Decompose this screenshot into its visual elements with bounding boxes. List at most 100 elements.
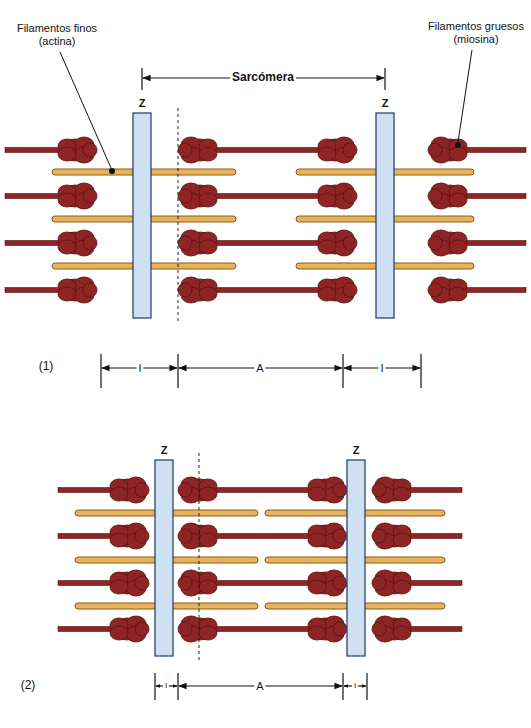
myosin-head xyxy=(199,626,217,640)
myosin-head xyxy=(449,147,467,161)
leader-dot xyxy=(455,142,461,148)
myosin-head xyxy=(135,622,149,636)
band-label: A xyxy=(254,680,265,693)
z-disc xyxy=(376,113,394,318)
myosin-head xyxy=(83,283,97,297)
myosin-head xyxy=(58,240,76,254)
myosin-head xyxy=(110,626,128,640)
myosin-head xyxy=(178,189,192,203)
band-label: I xyxy=(352,681,358,690)
myosin-head xyxy=(393,487,411,501)
m-line-dashed xyxy=(178,108,179,322)
myosin-filament xyxy=(58,616,149,642)
myosin-head xyxy=(343,283,357,297)
myosin-filament xyxy=(178,616,347,642)
myosin-head xyxy=(318,287,336,301)
myosin-head xyxy=(449,193,467,207)
myosin-head xyxy=(393,533,411,547)
myosin-head xyxy=(318,240,336,254)
myosin-head xyxy=(178,236,192,250)
myosin-filament xyxy=(178,570,347,596)
dimension-label: Sarcómera xyxy=(230,71,296,85)
myosin-filament xyxy=(372,523,462,549)
leader-line xyxy=(458,50,472,142)
myosin-filament xyxy=(5,183,97,209)
myosin-head xyxy=(318,147,336,161)
myosin-head xyxy=(333,483,347,497)
myosin-head xyxy=(308,487,326,501)
part-label: Filamentos gruesos (miosina) xyxy=(424,20,528,45)
myosin-head xyxy=(308,533,326,547)
myosin-head xyxy=(333,529,347,543)
myosin-filament xyxy=(5,230,97,256)
myosin-head xyxy=(110,580,128,594)
myosin-head xyxy=(393,626,411,640)
bracket-tick xyxy=(384,68,385,90)
myosin-head xyxy=(428,143,442,157)
myosin-filament xyxy=(5,277,97,303)
z-line-label: Z xyxy=(382,97,389,110)
myosin-head xyxy=(428,189,442,203)
myosin-head xyxy=(178,143,192,157)
myosin-filament xyxy=(178,477,347,503)
myosin-head xyxy=(199,487,217,501)
myosin-filament xyxy=(428,277,526,303)
myosin-head xyxy=(178,529,192,543)
myosin-head xyxy=(372,576,386,590)
myosin-head xyxy=(110,487,128,501)
myosin-head xyxy=(318,193,336,207)
z-disc xyxy=(155,460,173,656)
myosin-filament xyxy=(178,137,357,163)
myosin-filament xyxy=(372,616,462,642)
myosin-head xyxy=(83,236,97,250)
myosin-head xyxy=(308,580,326,594)
band-label: A xyxy=(254,362,265,375)
myosin-filament xyxy=(58,570,149,596)
myosin-head xyxy=(58,147,76,161)
myosin-filament xyxy=(58,523,149,549)
m-line-dashed xyxy=(199,453,200,662)
myosin-filament xyxy=(372,477,462,503)
leader-line xyxy=(60,52,111,168)
myosin-head xyxy=(83,189,97,203)
myosin-layer xyxy=(5,137,526,642)
myosin-filament xyxy=(178,523,347,549)
dimension-1 xyxy=(101,354,421,388)
myosin-filament xyxy=(58,477,149,503)
z-disc-layer xyxy=(133,113,394,656)
z-line-label: Z xyxy=(139,97,146,110)
myosin-head xyxy=(333,576,347,590)
z-line-label: Z xyxy=(161,444,168,457)
myosin-head xyxy=(135,576,149,590)
myosin-head xyxy=(428,283,442,297)
myosin-filament xyxy=(178,183,357,209)
myosin-head xyxy=(343,143,357,157)
myosin-filament xyxy=(428,137,526,163)
myosin-head xyxy=(372,622,386,636)
leader-dot xyxy=(109,168,115,174)
myosin-head xyxy=(178,576,192,590)
myosin-head xyxy=(449,287,467,301)
z-line-label: Z xyxy=(353,444,360,457)
myosin-head xyxy=(199,147,217,161)
myosin-head xyxy=(199,193,217,207)
myosin-head xyxy=(178,483,192,497)
myosin-head xyxy=(428,236,442,250)
myosin-head xyxy=(343,236,357,250)
panel-number: (2) xyxy=(21,679,36,693)
myosin-head xyxy=(58,287,76,301)
myosin-head xyxy=(178,622,192,636)
myosin-filament xyxy=(5,137,97,163)
myosin-head xyxy=(135,529,149,543)
myosin-head xyxy=(199,287,217,301)
myosin-head xyxy=(199,580,217,594)
myosin-head xyxy=(199,240,217,254)
actin-layer xyxy=(52,169,474,609)
myosin-head xyxy=(199,533,217,547)
myosin-head xyxy=(449,240,467,254)
myosin-head xyxy=(178,283,192,297)
bracket-tick xyxy=(141,68,142,90)
myosin-head xyxy=(333,622,347,636)
myosin-head xyxy=(83,143,97,157)
myosin-filament xyxy=(428,183,526,209)
